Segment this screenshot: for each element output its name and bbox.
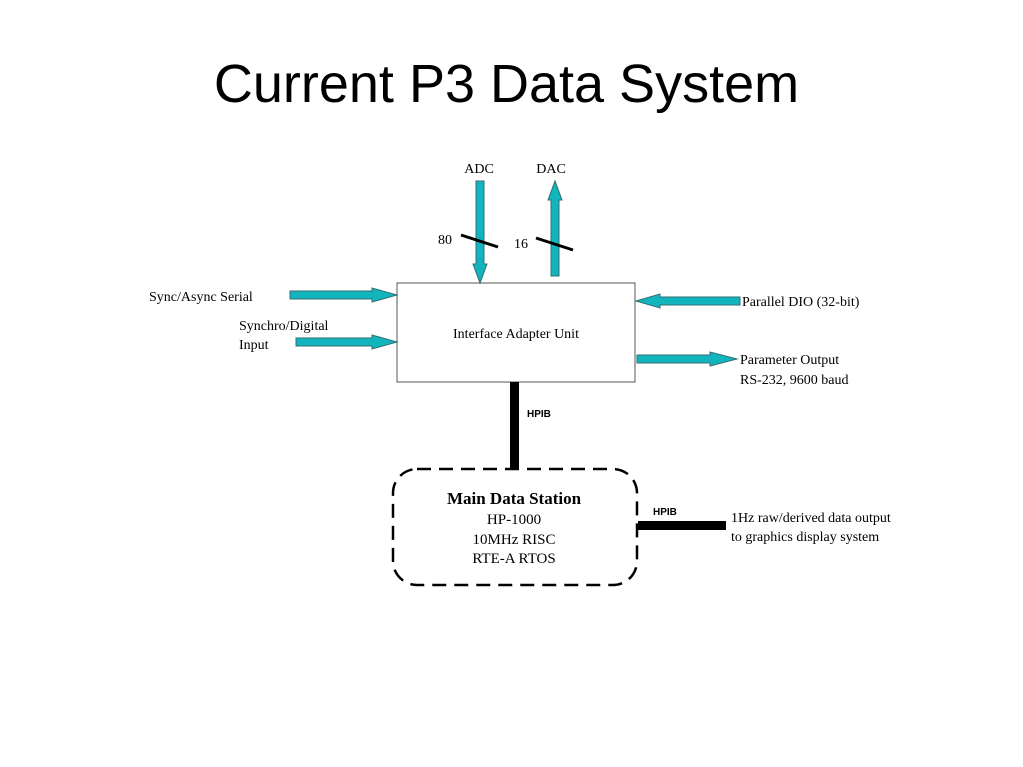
dac-bus-slash (535, 236, 574, 252)
parameter-output-line2: RS-232, 9600 baud (740, 373, 849, 388)
synchro-label-line1: Synchro/Digital (239, 319, 329, 334)
graphics-output-line2: to graphics display system (731, 530, 879, 545)
dac-arrow: DAC 16 (514, 162, 574, 277)
sync-async-label: Sync/Async Serial (149, 290, 253, 305)
adc-bus-slash (460, 233, 499, 249)
iau-label: Interface Adapter Unit (453, 327, 579, 342)
sync-async-serial-input: Sync/Async Serial (149, 287, 399, 305)
mds-line-1: HP-1000 (487, 512, 541, 528)
graphics-output-line1: 1Hz raw/derived data output (731, 511, 891, 526)
interface-adapter-unit: Interface Adapter Unit (396, 282, 636, 383)
mds-line-2: 10MHz RISC (473, 532, 556, 548)
main-data-station: Main Data Station HP-1000 10MHz RISC RTE… (391, 467, 639, 587)
mds-title: Main Data Station (447, 489, 582, 508)
hpib-horizontal-label: HPIB (653, 507, 677, 518)
mds-line-3: RTE-A RTOS (472, 551, 555, 567)
hpib-vertical-bus: HPIB (510, 382, 551, 470)
adc-label: ADC (464, 162, 494, 177)
parallel-dio-input: Parallel DIO (32-bit) (634, 293, 860, 310)
parameter-output: Parameter Output RS-232, 9600 baud (636, 351, 849, 388)
parallel-dio-label: Parallel DIO (32-bit) (742, 295, 860, 310)
hpib-vertical-label: HPIB (527, 409, 551, 420)
dac-count: 16 (514, 237, 528, 252)
slide-title: Current P3 Data System (213, 54, 800, 114)
graphics-output: 1Hz raw/derived data output to graphics … (731, 511, 891, 545)
synchro-label-line2: Input (239, 338, 269, 353)
hpib-horizontal-bus: HPIB (638, 507, 726, 530)
synchro-digital-input: Synchro/Digital Input (239, 319, 399, 353)
parameter-output-line1: Parameter Output (740, 353, 839, 368)
dac-label: DAC (536, 162, 566, 177)
adc-count: 80 (438, 233, 452, 248)
adc-arrow: ADC 80 (438, 162, 499, 285)
